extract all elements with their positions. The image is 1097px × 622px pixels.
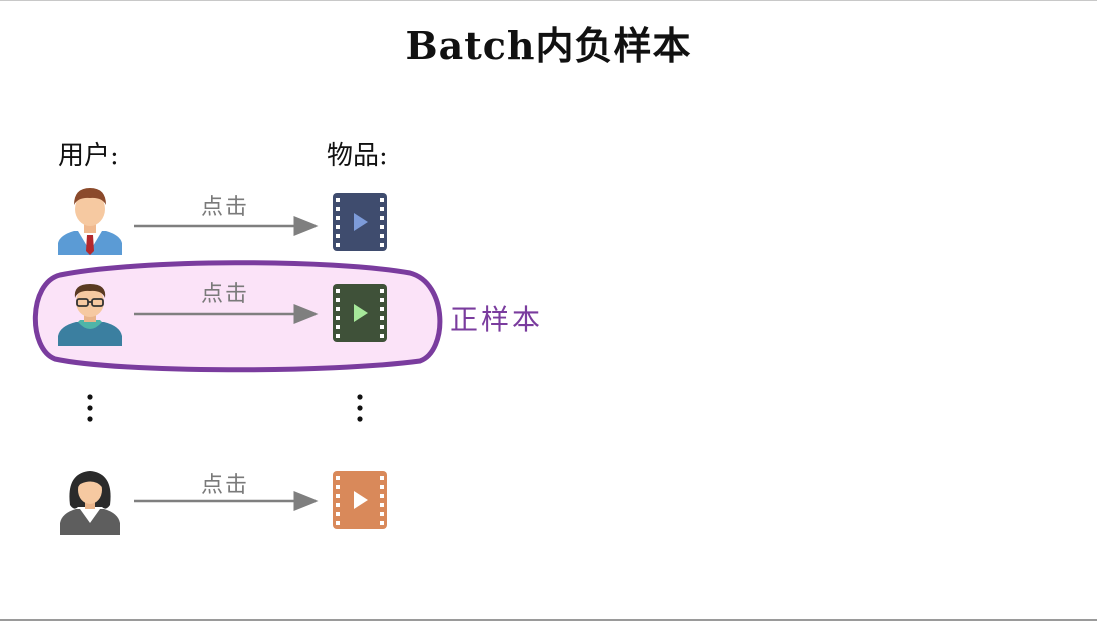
page-title: Batch内负样本 bbox=[405, 23, 692, 68]
edge-label-1: 点击 bbox=[201, 195, 250, 220]
film-icon bbox=[333, 284, 387, 342]
film-icon bbox=[333, 471, 387, 529]
film-icon bbox=[333, 193, 387, 251]
user-male-glasses-icon bbox=[58, 284, 122, 346]
user-column-label: 用户: bbox=[58, 141, 119, 171]
edge-label-3: 点击 bbox=[201, 473, 250, 498]
user-male-tie-icon bbox=[58, 188, 122, 255]
edge-label-2: 点击 bbox=[201, 282, 250, 307]
item-column-label: 物品: bbox=[327, 141, 388, 171]
positive-sample-label: 正样本 bbox=[450, 303, 544, 336]
user-female-icon bbox=[60, 471, 120, 535]
